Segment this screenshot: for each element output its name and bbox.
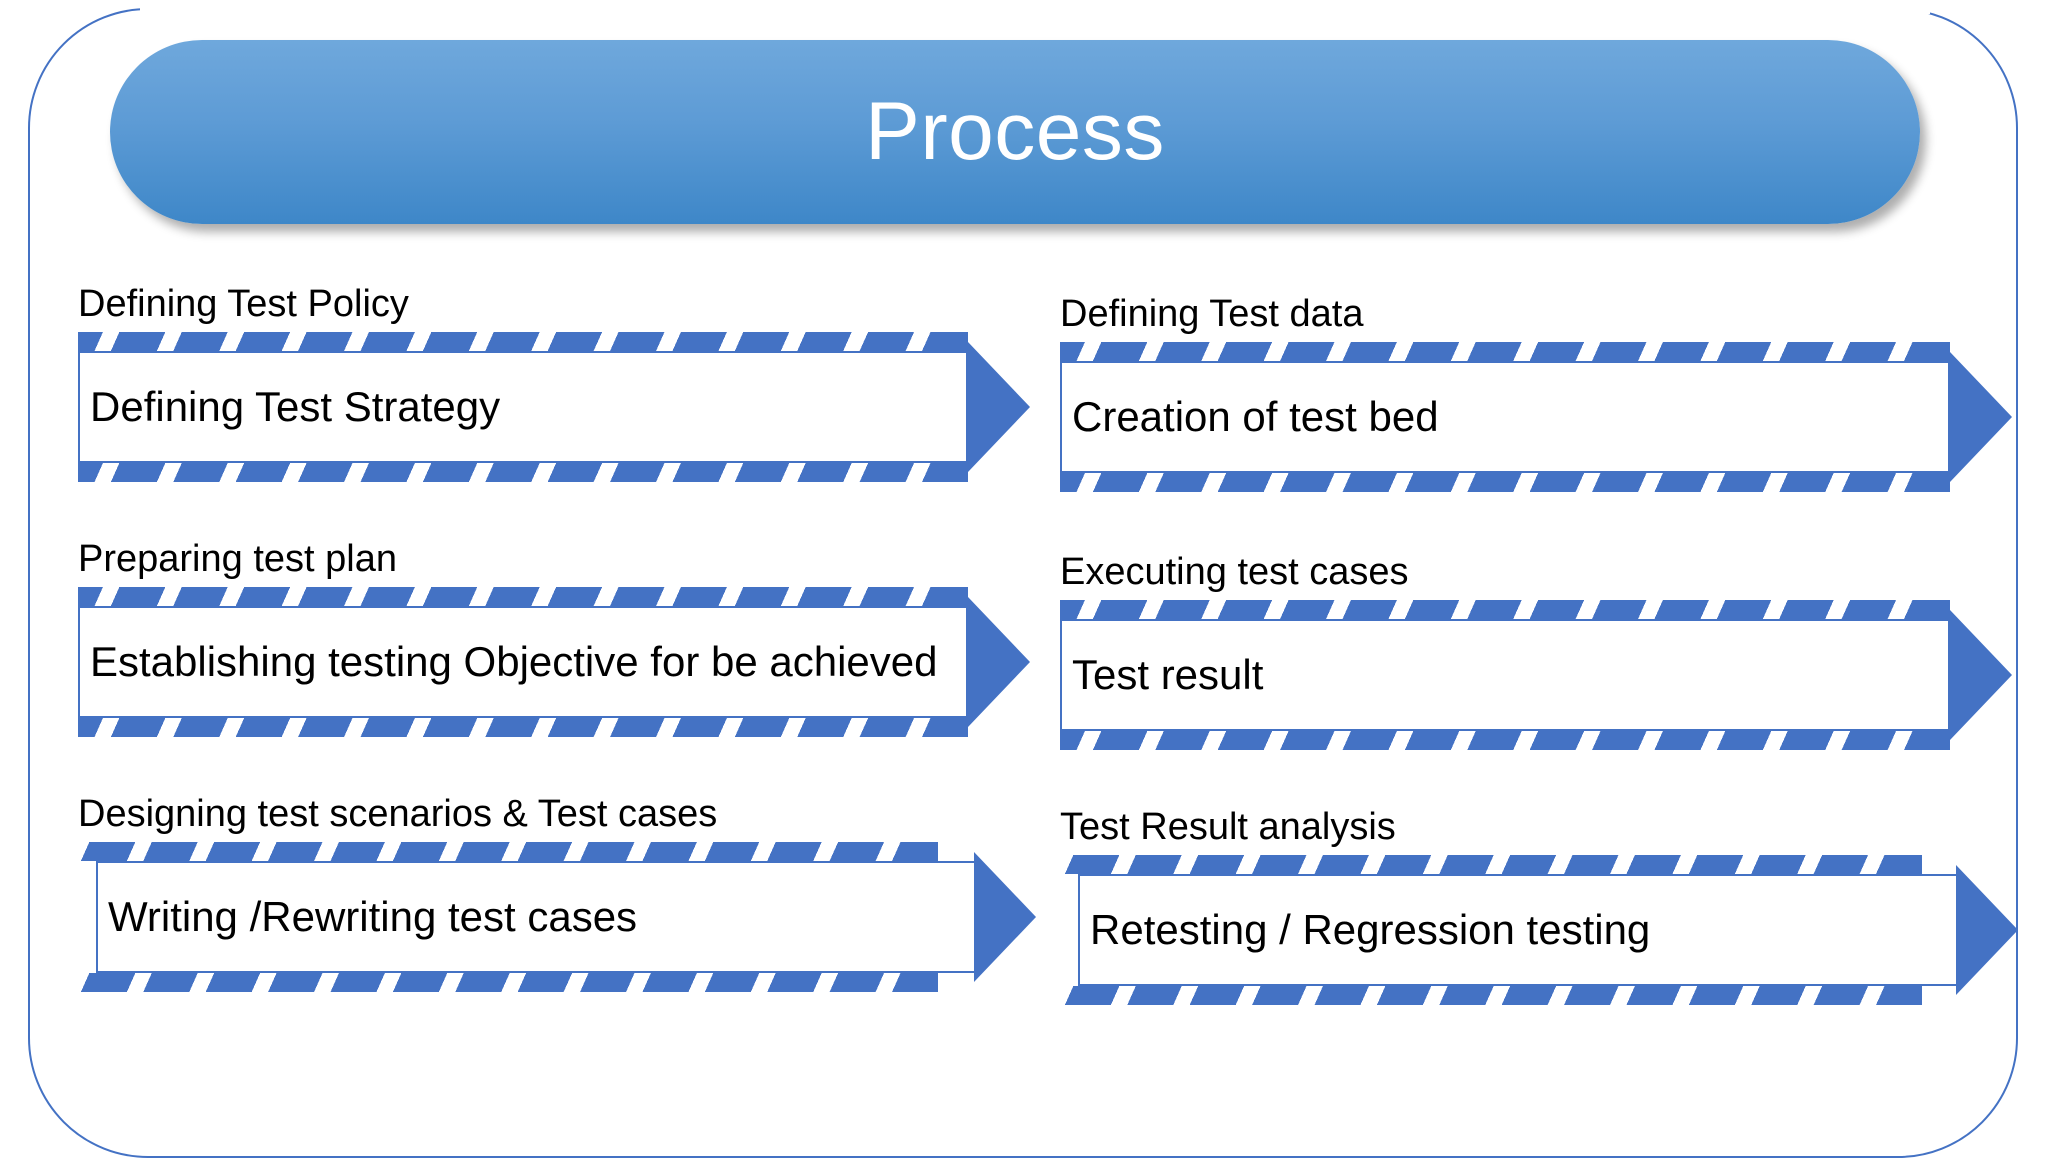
process-arrow-shape: Writing /Rewriting test cases bbox=[78, 842, 1038, 992]
arrow-head-icon bbox=[1956, 865, 2018, 995]
process-item-caption: Designing test scenarios & Test cases bbox=[78, 793, 718, 835]
process-item-right-2[interactable]: Executing test cases Test result bbox=[1060, 553, 2020, 750]
stripe-band-top bbox=[78, 332, 968, 351]
process-body-box: Retesting / Regression testing bbox=[1078, 874, 1958, 986]
stripe-band-bottom bbox=[78, 463, 968, 482]
process-arrow-shape: Establishing testing Objective for be ac… bbox=[78, 587, 1038, 737]
process-body-box: Writing /Rewriting test cases bbox=[96, 861, 976, 973]
stripe-band-bottom bbox=[1060, 473, 1950, 492]
stripe-band-top bbox=[1060, 600, 1950, 619]
stripe-band-bottom bbox=[1060, 986, 1922, 1005]
process-item-body: Retesting / Regression testing bbox=[1090, 905, 1651, 953]
process-body-box: Defining Test Strategy bbox=[78, 351, 968, 463]
slide-title-banner: Process bbox=[110, 40, 1920, 224]
arrow-head-icon bbox=[1950, 352, 2012, 482]
process-item-body: Defining Test Strategy bbox=[90, 382, 501, 430]
process-item-left-2[interactable]: Preparing test plan Establishing testing… bbox=[78, 540, 1038, 737]
process-item-caption: Test Result analysis bbox=[1060, 806, 1396, 848]
process-item-left-1[interactable]: Defining Test Policy Defining Test Strat… bbox=[78, 285, 1038, 482]
arrow-head-icon bbox=[968, 597, 1030, 727]
frame-mask-top bbox=[140, 0, 1930, 14]
arrow-head-icon bbox=[968, 342, 1030, 472]
process-item-left-3[interactable]: Designing test scenarios & Test cases Wr… bbox=[78, 795, 1038, 992]
process-item-right-3[interactable]: Test Result analysis Retesting / Regress… bbox=[1060, 808, 2020, 1005]
process-arrow-shape: Test result bbox=[1060, 600, 2020, 750]
process-arrow-shape: Creation of test bed bbox=[1060, 342, 2020, 492]
process-item-body: Test result bbox=[1072, 650, 1264, 698]
process-item-caption: Preparing test plan bbox=[78, 538, 397, 580]
stripe-band-bottom bbox=[78, 973, 938, 992]
process-arrow-shape: Defining Test Strategy bbox=[78, 332, 1038, 482]
process-item-caption: Defining Test Policy bbox=[78, 283, 409, 325]
process-body-box: Establishing testing Objective for be ac… bbox=[78, 606, 968, 718]
frame-mask-bottom bbox=[200, 1135, 1900, 1155]
stripe-band-top bbox=[1060, 342, 1950, 361]
process-item-body: Writing /Rewriting test cases bbox=[108, 892, 638, 940]
process-item-body: Creation of test bed bbox=[1072, 392, 1439, 440]
stripe-band-bottom bbox=[1060, 731, 1950, 750]
process-item-caption: Executing test cases bbox=[1060, 551, 1409, 593]
stripe-band-top bbox=[78, 842, 938, 861]
process-body-box: Creation of test bed bbox=[1060, 361, 1950, 473]
process-body-box: Test result bbox=[1060, 619, 1950, 731]
arrow-head-icon bbox=[1950, 610, 2012, 740]
process-item-caption: Defining Test data bbox=[1060, 293, 1364, 335]
stripe-band-top bbox=[78, 587, 968, 606]
process-item-right-1[interactable]: Defining Test data Creation of test bed bbox=[1060, 295, 2020, 492]
arrow-head-icon bbox=[974, 852, 1036, 982]
stripe-band-top bbox=[1060, 855, 1922, 874]
stripe-band-bottom bbox=[78, 718, 968, 737]
page-title: Process bbox=[865, 86, 1165, 177]
process-item-body: Establishing testing Objective for be ac… bbox=[90, 637, 938, 685]
process-arrow-shape: Retesting / Regression testing bbox=[1060, 855, 2020, 1005]
